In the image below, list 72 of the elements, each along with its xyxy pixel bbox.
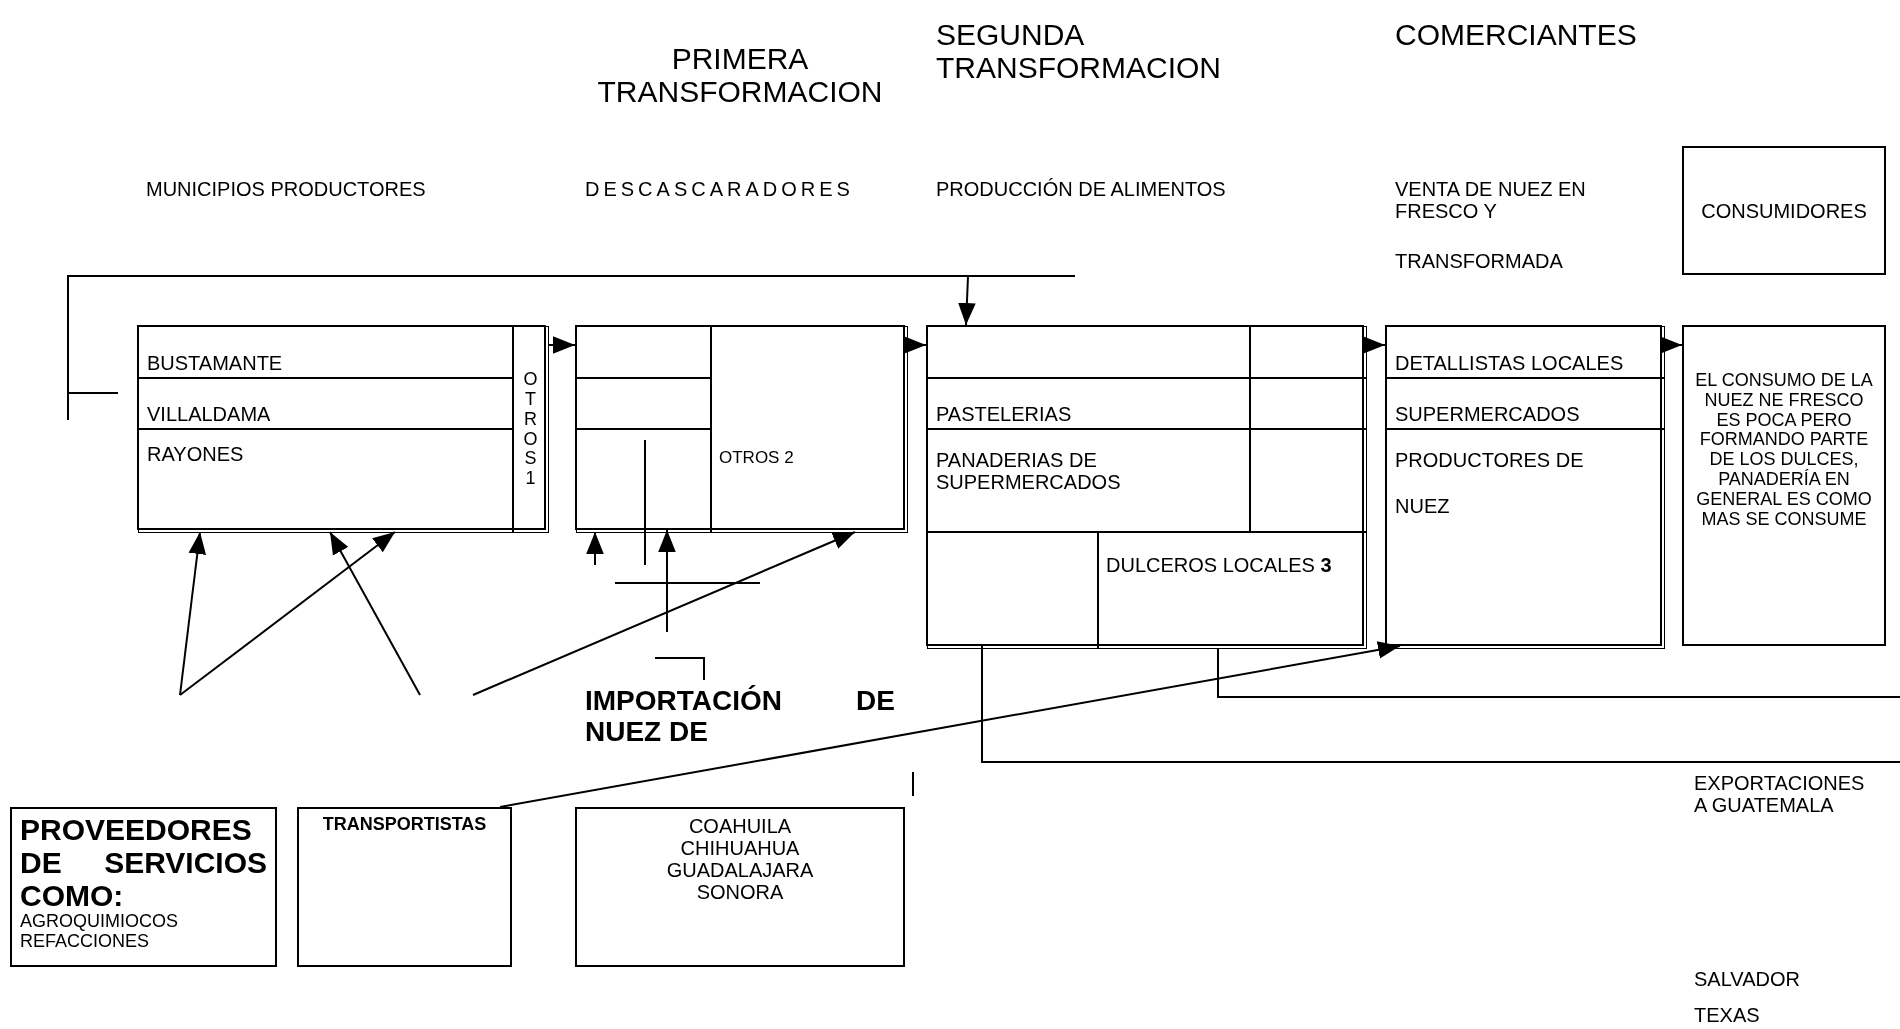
label-text: RAYONES [147, 443, 245, 465]
table-box [1385, 325, 1662, 646]
table-cell [1249, 377, 1367, 430]
section-heading: SEGUNDA TRANSFORMACION [936, 18, 1222, 84]
label-text: EL CONSUMO DE LA NUEZ NE FRESCO ES POCA PERO FORMANDO PARTE DE LOS DULCES, PANADERÍA EN GENERAL ES COMO MAS SE CONSUME [1694, 371, 1874, 530]
arrow [547, 336, 576, 354]
table-cell [710, 326, 908, 533]
heading: PROVEEDORES DE SERVICIOS COMO: [20, 813, 267, 912]
table-cell [1249, 326, 1367, 379]
table-box [926, 325, 1364, 646]
label-text: VENTA DE NUEZ EN FRESCO Y [1395, 178, 1587, 222]
arrow [472, 531, 856, 696]
arrow [1363, 336, 1386, 354]
table-cell [927, 428, 1251, 533]
label-text: TRANSFORMADA [1395, 250, 1564, 272]
label-text: COAHUILA CHIHUAHUA GUADALAJARA SONORA [665, 815, 815, 903]
label-text: SALVADOR [1694, 968, 1801, 990]
table-cell [576, 326, 712, 379]
table-cell [1249, 428, 1367, 533]
table-cell [927, 377, 1251, 430]
label-text: DETALLISTAS LOCALES [1395, 352, 1625, 374]
table-cell [138, 377, 514, 430]
table-cell [927, 531, 1099, 649]
arrow [179, 531, 396, 696]
table-box [575, 325, 905, 530]
arrow [329, 531, 421, 696]
label-text: PASTELERIAS [936, 403, 1073, 425]
table-cell [1097, 531, 1367, 649]
label-text: PRODUCCIÓN DE ALIMENTOS [936, 178, 1227, 200]
text-box [297, 807, 512, 967]
text-box [10, 807, 277, 967]
arrow [904, 336, 927, 354]
label-text: MUNICIPIOS PRODUCTORES [146, 178, 427, 200]
arrow [586, 531, 604, 566]
arrow [67, 275, 976, 421]
table-cell [1386, 326, 1665, 379]
label-text: DULCEROS LOCALES 3 [1106, 554, 1333, 576]
label-text: BUSTAMANTE [147, 352, 284, 374]
vertical-label-cell [512, 326, 549, 533]
label-text: CONSUMIDORES [1701, 199, 1867, 222]
table-box [137, 325, 546, 530]
arrow [1660, 336, 1683, 354]
label-text: NUEZ [1395, 495, 1451, 517]
text-box [575, 807, 905, 967]
connector-line [981, 645, 1900, 763]
vertical-label: OTROS 1 [522, 370, 539, 489]
text-box [1682, 325, 1886, 646]
table-cell [138, 326, 514, 379]
arrow [179, 531, 207, 696]
label-text: PRODUCTORES DE [1395, 449, 1585, 471]
label-text: AGROQUIMIOCOS REFACCIONES [20, 912, 179, 952]
table-cell [576, 377, 712, 430]
label-text: VILLALDAMA [147, 403, 272, 425]
section-heading: IMPORTACIÓN DE NUEZ DE [585, 686, 895, 748]
table-cell [1386, 377, 1665, 430]
label-text: SUPERMERCADOS [1395, 403, 1581, 425]
section-heading: PRIMERA TRANSFORMACION [596, 42, 884, 108]
text-box [1682, 146, 1886, 275]
section-heading: COMERCIANTES [1395, 18, 1638, 51]
table-cell [576, 428, 712, 533]
label-text: EXPORTACIONES A GUATEMALA [1694, 772, 1864, 816]
label-text: PANADERIAS DE SUPERMERCADOS [936, 449, 1122, 493]
arrow [658, 529, 676, 633]
table-cell [927, 326, 1251, 379]
connector-line [1217, 647, 1900, 698]
label-text: TRANSPORTISTAS [322, 815, 487, 835]
arrow [499, 641, 1401, 808]
label-text: DESCASCARADORES [585, 178, 855, 200]
label-text: OTROS 2 [719, 449, 795, 468]
table-cell [138, 428, 514, 533]
label-text: TEXAS [1694, 1004, 1761, 1026]
table-cell [1386, 428, 1665, 649]
